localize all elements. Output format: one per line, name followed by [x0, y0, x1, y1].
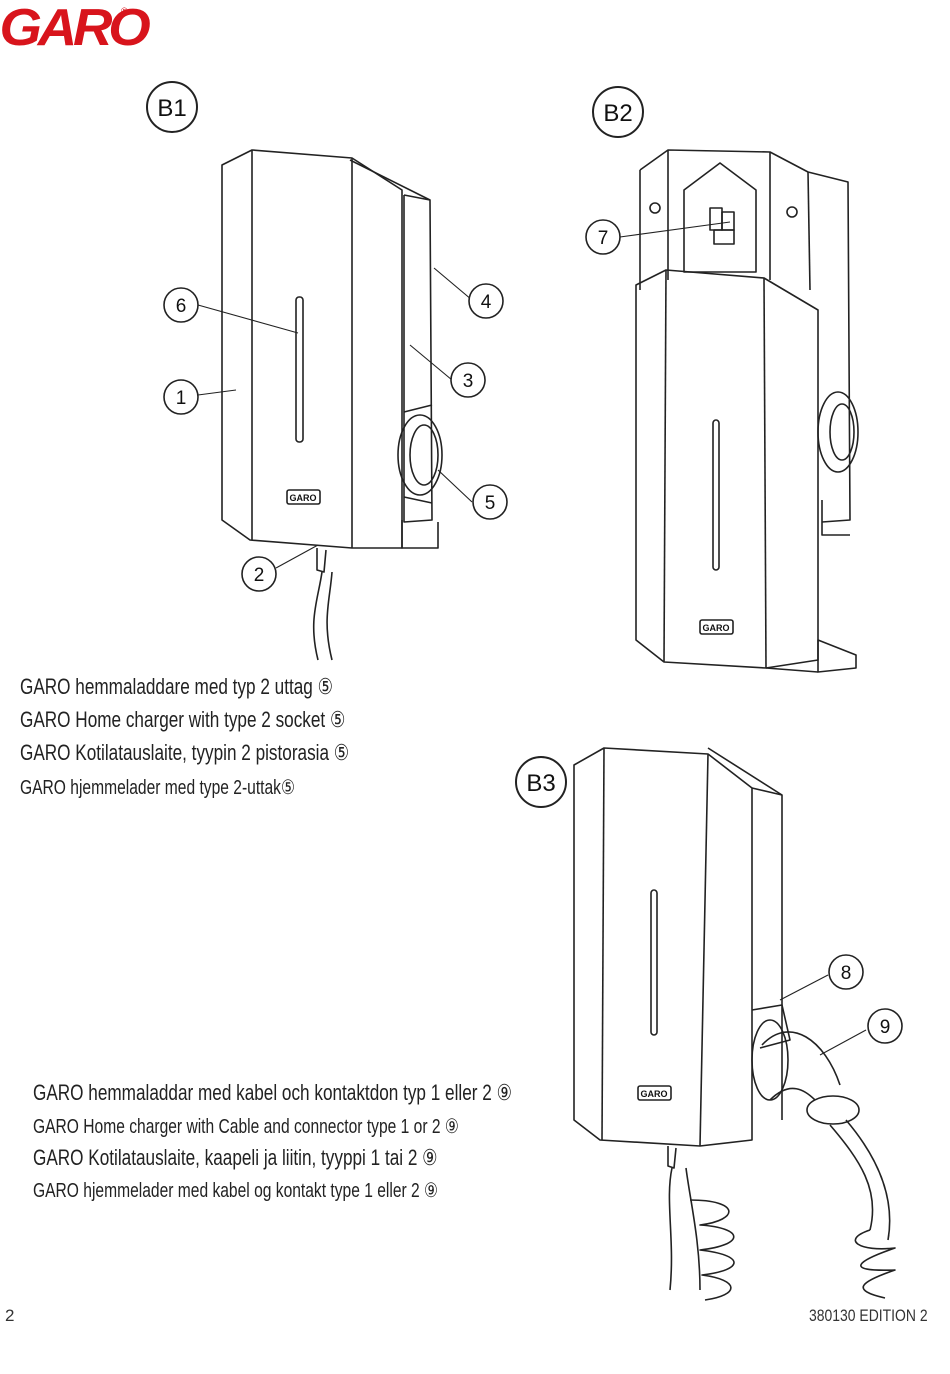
- svg-text:B1: B1: [157, 95, 186, 122]
- callout-7: 7: [585, 219, 621, 255]
- callout-1: 1: [163, 379, 199, 415]
- logo-text: GARO: [0, 0, 151, 57]
- figure-label-b1: B1: [146, 81, 198, 133]
- callout-4: 4: [468, 283, 504, 319]
- svg-text:5: 5: [485, 493, 496, 514]
- page-number: 2: [5, 1306, 15, 1325]
- callout-3: 3: [450, 362, 486, 398]
- garo-logo: GARO ®: [0, 0, 151, 57]
- caption-socket-en: GARO Home charger with type 2 socket ⑤: [20, 707, 346, 732]
- svg-text:7: 7: [598, 228, 609, 249]
- caption-cable-no: GARO hjemmelader med kabel og kontakt ty…: [33, 1180, 439, 1202]
- caption-cable-sv: GARO hemmaladdar med kabel och kontaktdo…: [33, 1080, 512, 1105]
- logo-registered-mark: ®: [121, 6, 128, 16]
- figure-b3-drawing: [573, 747, 896, 1301]
- svg-text:8: 8: [841, 963, 852, 984]
- callout-leaders: [197, 221, 867, 1056]
- figure-b1-drawing: [221, 149, 443, 661]
- caption-socket-fi: GARO Kotilatauslaite, tyypin 2 pistorasi…: [20, 740, 350, 765]
- svg-text:1: 1: [176, 388, 187, 409]
- callout-8: 8: [828, 954, 864, 990]
- caption-cable-fi: GARO Kotilatauslaite, kaapeli ja liitin,…: [33, 1145, 438, 1170]
- callout-2: 2: [241, 556, 277, 592]
- b1-unit-badge: GARO: [290, 493, 317, 503]
- svg-text:3: 3: [463, 371, 474, 392]
- svg-text:9: 9: [880, 1017, 891, 1038]
- figure-label-b3: B3: [515, 756, 567, 808]
- b3-unit-badge: GARO: [641, 1089, 668, 1099]
- svg-text:6: 6: [176, 296, 187, 317]
- caption-socket-sv: GARO hemmaladdare med typ 2 uttag ⑤: [20, 674, 333, 699]
- figure-label-b2: B2: [592, 86, 644, 138]
- callout-6: 6: [163, 287, 199, 323]
- caption-socket-no: GARO hjemmelader med type 2-uttak⑤: [20, 777, 295, 799]
- caption-cable-en: GARO Home charger with Cable and connect…: [33, 1116, 459, 1138]
- callout-9: 9: [867, 1008, 903, 1044]
- svg-text:4: 4: [481, 292, 492, 313]
- callout-5: 5: [472, 484, 508, 520]
- svg-text:2: 2: [254, 565, 265, 586]
- figure-b2-drawing: [635, 149, 859, 673]
- svg-text:B3: B3: [526, 770, 555, 797]
- b2-unit-badge: GARO: [703, 623, 730, 633]
- edition-number: 380130 EDITION 2: [809, 1306, 928, 1325]
- svg-text:B2: B2: [603, 100, 632, 127]
